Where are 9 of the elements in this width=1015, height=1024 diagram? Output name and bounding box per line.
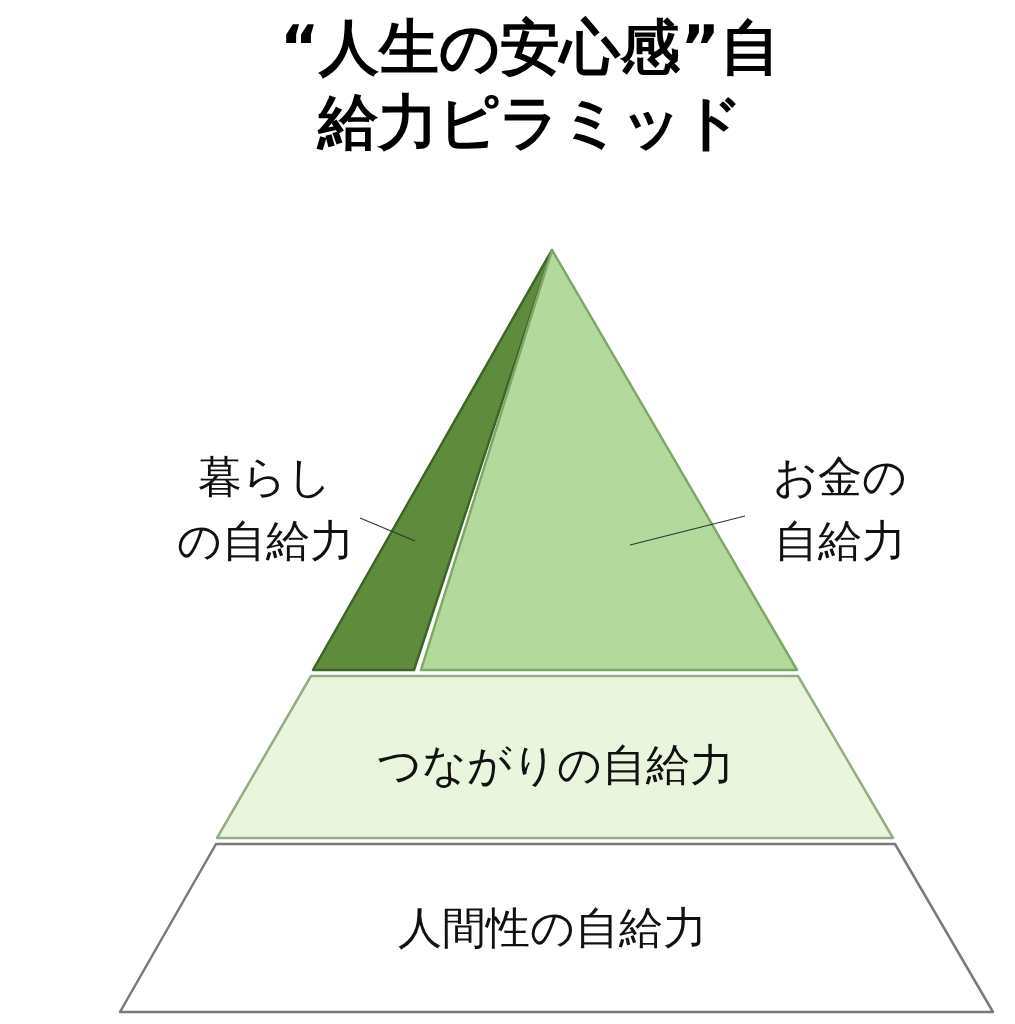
segment-label: お金の自給力 [772,450,908,568]
tier-label: つながりの自給力 [375,738,735,792]
pyramid-base-band [120,844,993,1012]
pyramid-middle-band [217,676,893,838]
tier-label: 人間性の自給力 [396,901,708,955]
segment-label: 暮らしの自給力 [175,450,355,568]
title: “人生の安心感”自給力ピラミッド [279,11,781,159]
leader-line [629,515,746,546]
leader-line [359,517,416,542]
